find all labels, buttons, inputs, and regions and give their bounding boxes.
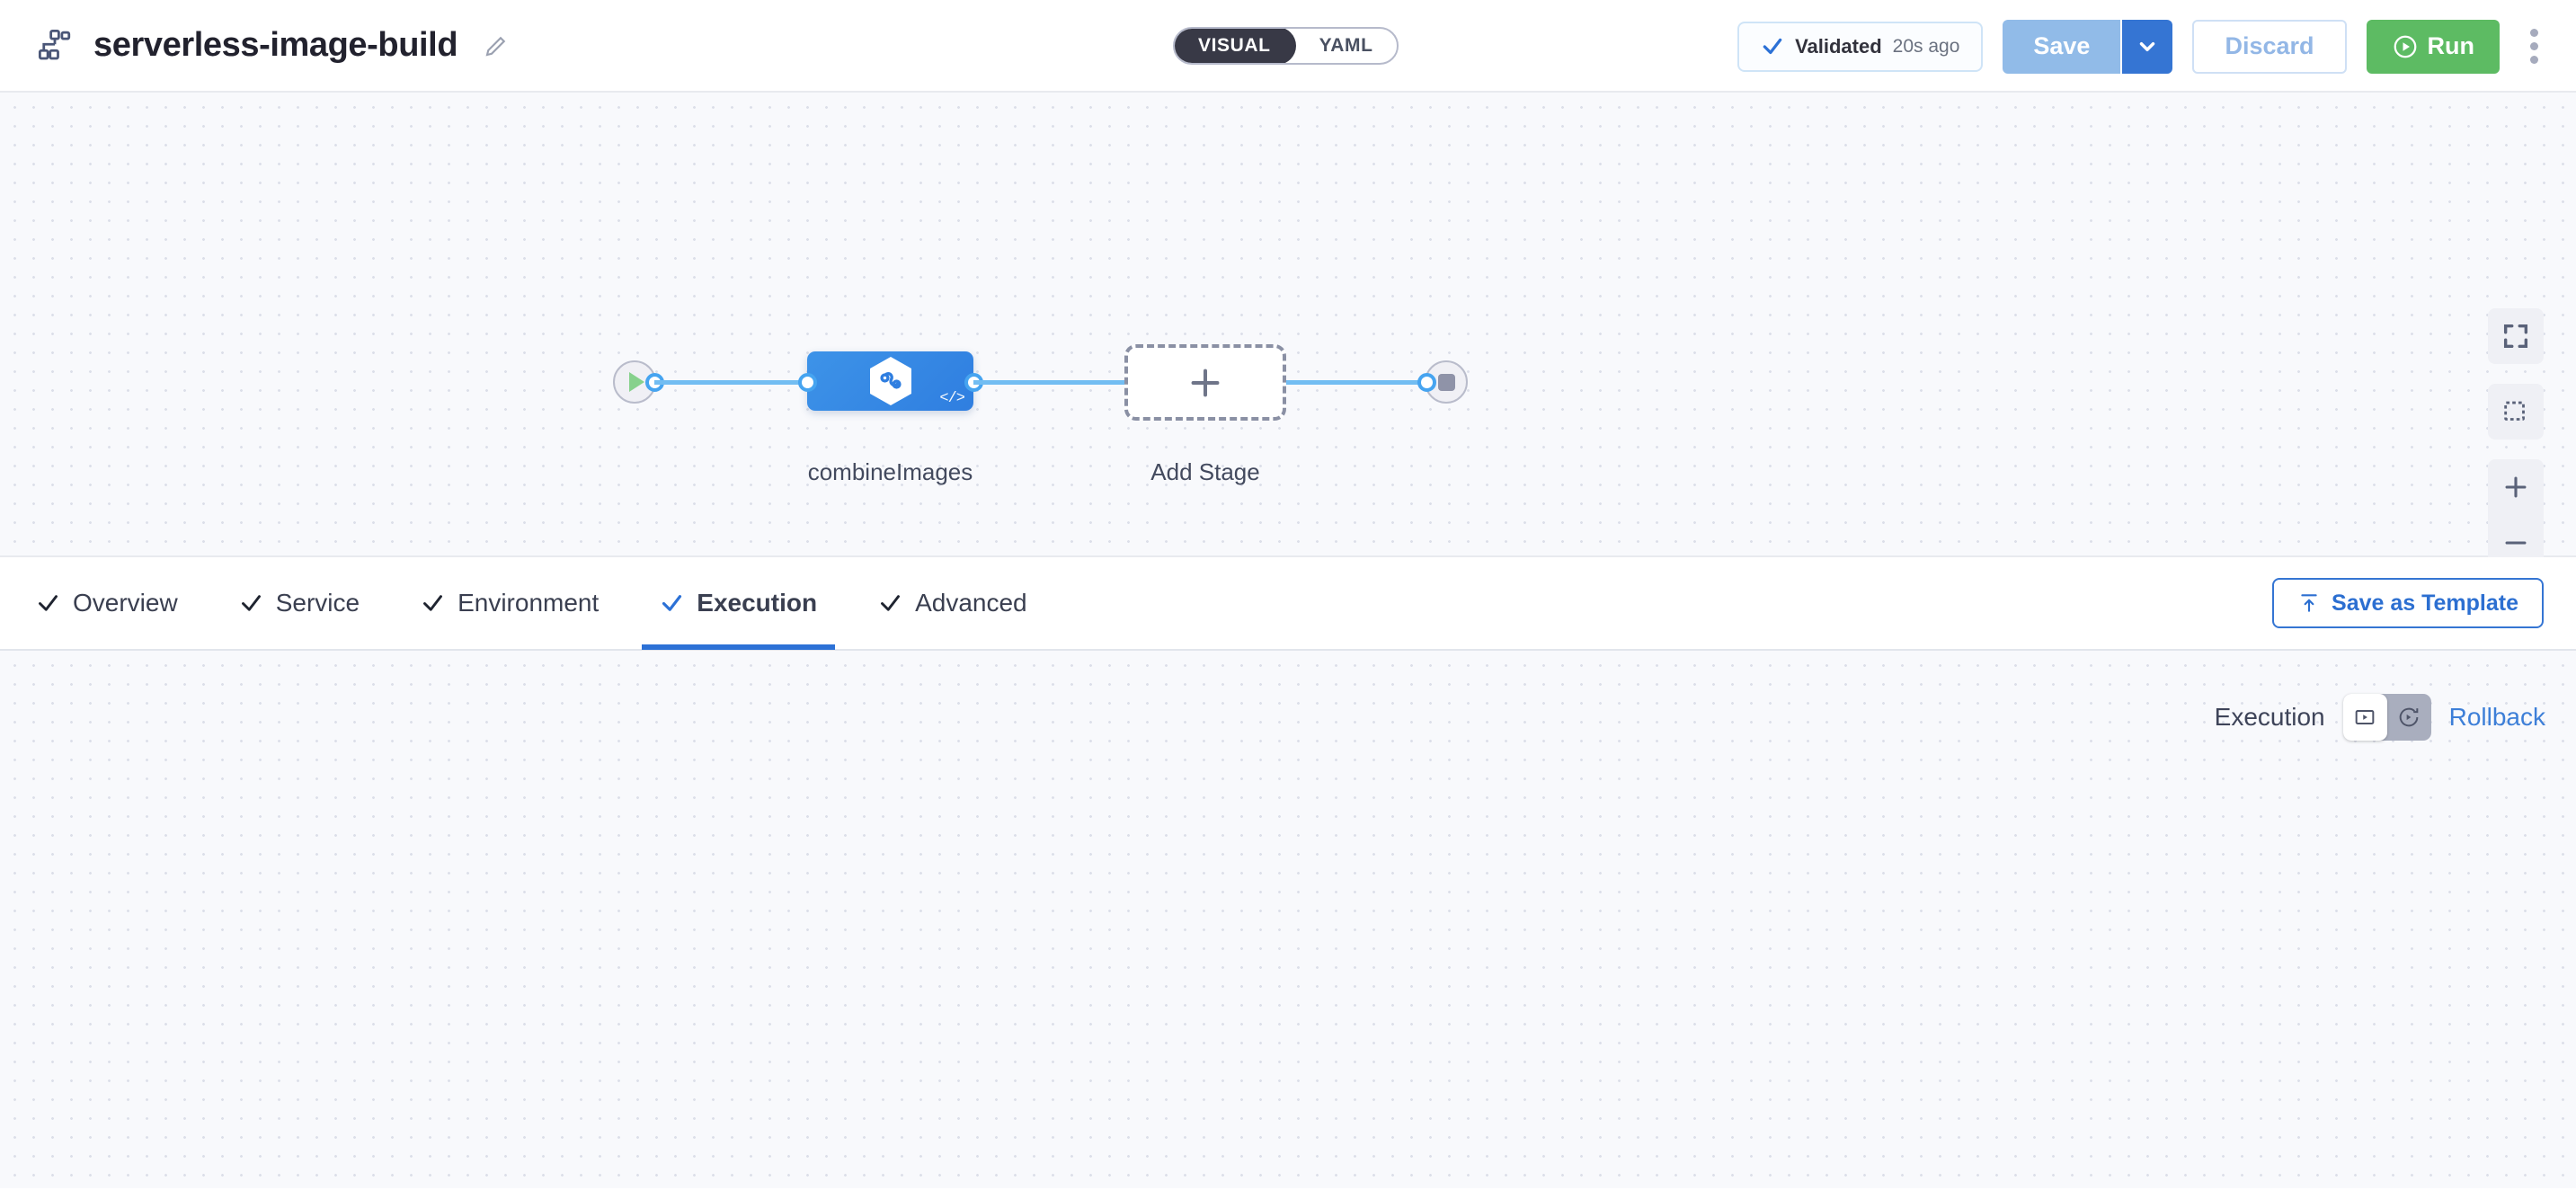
stage-node-label: combineImages [807, 458, 973, 485]
header-actions: Validated 20s ago Save Discard Run [1737, 0, 2576, 93]
pencil-edit-icon[interactable] [483, 32, 510, 59]
minus-icon [2500, 528, 2531, 558]
tab-label: Overview [73, 589, 178, 617]
mode-tab-yaml[interactable]: YAML [1319, 35, 1373, 56]
stage-link-mid [973, 380, 1124, 385]
execution-canvas[interactable]: Execution Rollback [0, 651, 2576, 1188]
execution-view-toggle[interactable] [2342, 694, 2431, 741]
plus-icon [2500, 472, 2531, 502]
check-icon [421, 591, 445, 616]
tab-label: Service [275, 589, 360, 617]
discard-button[interactable]: Discard [2192, 19, 2347, 74]
execution-view-button[interactable] [2342, 694, 2387, 741]
stage-node-combineimages[interactable]: </> [807, 351, 973, 411]
tab-advanced[interactable]: Advanced [878, 556, 1027, 650]
selection-box-button[interactable] [2488, 384, 2544, 440]
run-button[interactable]: Run [2366, 19, 2500, 74]
stop-square-icon [1437, 373, 1455, 391]
run-label: Run [2427, 32, 2474, 59]
tab-label: Advanced [915, 589, 1027, 617]
validated-timestamp: 20s ago [1892, 35, 1960, 57]
save-split-button[interactable]: Save [2003, 19, 2173, 74]
zoom-in-button[interactable] [2488, 459, 2544, 515]
kebab-menu-icon[interactable] [2519, 20, 2549, 73]
save-button[interactable]: Save [2003, 19, 2121, 74]
tab-label: Environment [457, 589, 600, 617]
check-icon [1761, 35, 1784, 58]
execution-view-icon [2352, 705, 2377, 730]
stage-link-end [1286, 380, 1425, 385]
execution-label: Execution [2214, 703, 2325, 731]
status-badge-validated: Validated 20s ago [1737, 21, 1984, 72]
save-dropdown-button[interactable] [2120, 19, 2173, 74]
tab-execution[interactable]: Execution [642, 556, 835, 650]
zoom-controls [2488, 459, 2544, 571]
chevron-down-icon [2136, 35, 2159, 58]
canvas-controls [2488, 308, 2544, 571]
tab-environment[interactable]: Environment [421, 556, 599, 650]
add-stage-button[interactable] [1124, 344, 1286, 421]
mode-tab-visual[interactable]: VISUAL [1174, 29, 1296, 63]
save-as-template-label: Save as Template [2332, 590, 2518, 616]
visual-yaml-toggle[interactable]: VISUAL YAML [1173, 27, 1399, 65]
check-icon [239, 591, 263, 616]
tab-overview[interactable]: Overview [36, 556, 178, 650]
validated-label: Validated [1795, 34, 1882, 58]
fit-screen-button[interactable] [2488, 308, 2544, 364]
check-icon [660, 591, 684, 616]
code-badge: </> [939, 390, 965, 407]
pipeline-title-group: serverless-image-build [0, 26, 510, 65]
top-header-bar: serverless-image-build VISUAL YAML Valid… [0, 0, 2576, 93]
pipeline-nodes-icon [36, 27, 74, 65]
stage-node-in-port[interactable] [798, 373, 817, 392]
check-icon [878, 591, 902, 616]
selection-box-icon [2500, 396, 2531, 427]
add-stage-label: Add Stage [1150, 458, 1260, 485]
execution-rollback-toolbar: Execution Rollback [2215, 694, 2545, 741]
page-title: serverless-image-build [93, 26, 458, 64]
stage-link-start [654, 380, 807, 385]
play-circle-icon [2392, 33, 2419, 60]
check-icon [36, 591, 60, 616]
rollback-link[interactable]: Rollback [2448, 703, 2545, 731]
plus-icon [1185, 362, 1226, 404]
stage-config-tabs: Overview Service Environment Execution A… [0, 557, 2576, 651]
rollback-view-button[interactable] [2387, 694, 2431, 741]
stage-canvas[interactable]: </> combineImages Add Stage [0, 93, 2576, 571]
harness-hexagon-icon [867, 356, 914, 406]
play-triangle-icon [629, 372, 644, 392]
fit-to-screen-icon [2500, 321, 2531, 351]
zoom-out-button[interactable] [2488, 515, 2544, 571]
stage-end-port[interactable] [1417, 373, 1436, 392]
tab-label: Execution [697, 589, 818, 617]
template-upload-icon [2297, 591, 2321, 615]
rollback-view-icon [2396, 705, 2421, 730]
tab-service[interactable]: Service [239, 556, 360, 650]
save-as-template-button[interactable]: Save as Template [2272, 578, 2544, 628]
